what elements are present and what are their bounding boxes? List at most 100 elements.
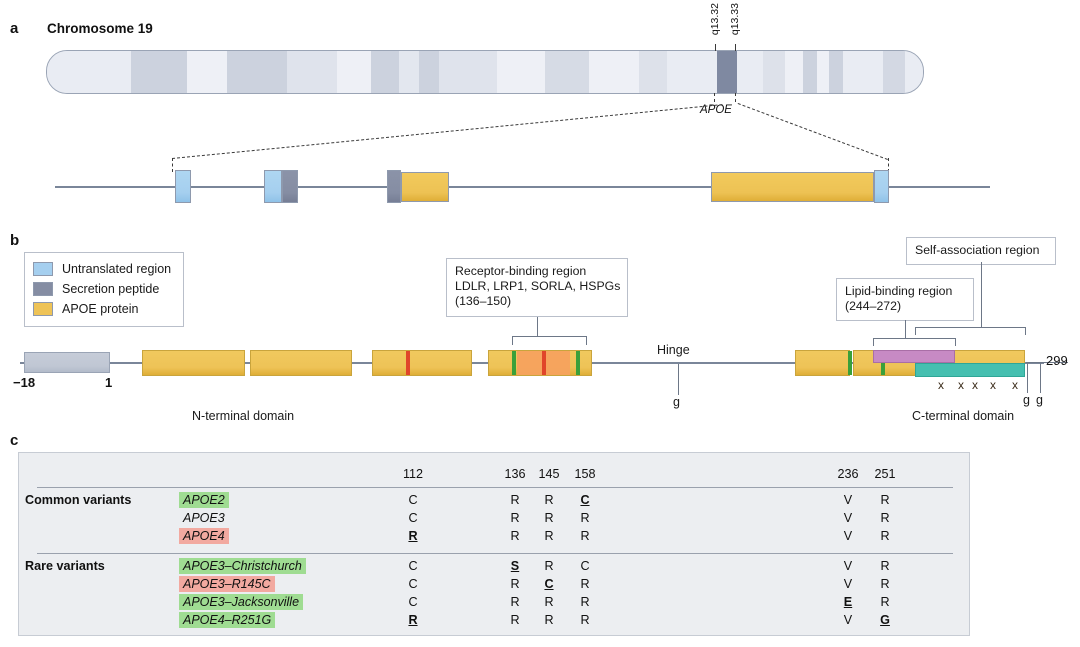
ideogram-band-3: [227, 51, 287, 93]
self-association-bracket-top: [915, 327, 1026, 329]
table-column-header-158: 158: [574, 467, 596, 481]
residue-minus18-label: −18: [13, 375, 36, 390]
table-cell-0-0-158: C: [580, 493, 590, 507]
ideogram-band-22: [843, 51, 883, 93]
ct-glyco-label-left: g: [1023, 393, 1030, 407]
table-cell-1-1-236: V: [843, 577, 853, 591]
self-association-callout: Self-association region: [906, 237, 1056, 266]
lipid-binding-callout: Lipid-binding region(244–272): [836, 278, 974, 322]
self-association-callout-line-0: Self-association region: [915, 243, 1040, 257]
variant-stripe-green-236: [848, 351, 852, 375]
variant-name-1-0: APOE3–Christchurch: [179, 558, 306, 574]
lipid-binding-bracket-top: [873, 338, 956, 340]
table-cell-0-2-145: R: [544, 529, 554, 543]
table-cell-0-0-145: R: [544, 493, 554, 507]
panel-b-letter: b: [10, 232, 20, 249]
ideogram-band-6: [371, 51, 399, 93]
expansion-dash-left-tick: [172, 158, 173, 172]
table-cell-1-0-236: V: [843, 559, 853, 573]
legend-label-2: APOE protein: [62, 302, 139, 316]
receptor-binding-bracket-left: [512, 336, 514, 345]
ct-glyco-label-right: g: [1036, 393, 1043, 407]
ideogram-band-17: [763, 51, 785, 93]
self-association-x-4: x: [1012, 378, 1018, 392]
table-column-header-145: 145: [538, 467, 560, 481]
table-cell-1-2-236: E: [843, 595, 853, 609]
ideogram-band-4: [287, 51, 337, 93]
legend-row-0: Untranslated region: [33, 259, 175, 279]
table-cell-1-0-158: C: [580, 559, 590, 573]
table-cell-0-1-236: V: [843, 511, 853, 525]
ideogram-band-23: [883, 51, 905, 93]
table-group-label-0: Common variants: [25, 493, 132, 507]
legend-label-1: Secretion peptide: [62, 282, 160, 296]
table-cell-0-0-136: R: [510, 493, 520, 507]
table-cell-0-2-236: V: [843, 529, 853, 543]
self-association-zone: [915, 363, 1025, 377]
table-rule-1: [37, 553, 953, 554]
ideogram-band-7: [399, 51, 419, 93]
expansion-dash-right: [737, 103, 888, 160]
hinge-glyco-label: g: [673, 395, 680, 409]
variant-stripe-green-136: [512, 351, 516, 375]
legend-swatch-icon-1: [33, 282, 53, 296]
ideogram-band-18: [785, 51, 803, 93]
expansion-dash-left: [172, 104, 723, 159]
ideogram-band-24: [905, 51, 923, 93]
lipid-binding-callout-line-1: (244–272): [845, 299, 902, 314]
table-cell-1-1-112: C: [408, 577, 418, 591]
receptor-binding-callout-line-1: LDLR, LRP1, SORLA, HSPGs: [455, 279, 621, 294]
lipid-binding-leader: [905, 320, 907, 338]
table-cell-0-1-136: R: [510, 511, 520, 525]
band-label-q1332: q13.32: [709, 3, 721, 36]
table-cell-0-2-158: R: [580, 529, 590, 543]
table-cell-1-1-251: R: [880, 577, 890, 591]
apoe-gene-label: APOE: [700, 104, 732, 116]
ideogram-band-12: [589, 51, 639, 93]
exon-2-secretion: [282, 170, 298, 203]
variant-name-0-1: APOE3: [183, 511, 225, 525]
ct-glyco-leader-right: [1040, 363, 1042, 393]
ideogram-band-21: [829, 51, 843, 93]
exon-4-utr: [874, 170, 889, 203]
ideogram-band-11: [545, 51, 589, 93]
table-cell-0-0-236: V: [843, 493, 853, 507]
table-cell-1-0-251: R: [880, 559, 890, 573]
exon-4-protein: [711, 172, 874, 202]
legend-row-1: Secretion peptide: [33, 279, 175, 299]
table-cell-0-1-251: R: [880, 511, 890, 525]
variant-name-1-3: APOE4–R251G: [179, 612, 276, 628]
lipid-binding-zone: [873, 350, 955, 363]
band-tick-q1333: [735, 44, 736, 51]
table-cell-0-1-158: R: [580, 511, 590, 525]
band-leader-right: [735, 93, 737, 102]
self-association-bracket-right: [1025, 327, 1027, 335]
receptor-binding-bracket-right: [586, 336, 588, 345]
table-cell-1-1-145: C: [544, 577, 554, 591]
ideogram-band-2: [187, 51, 227, 93]
ideogram-band-14: [667, 51, 717, 93]
legend-swatch-icon-2: [33, 302, 53, 316]
table-cell-1-3-136: R: [510, 613, 520, 627]
table-cell-0-0-251: R: [880, 493, 890, 507]
self-association-leader: [981, 262, 983, 327]
variant-stripe-green-251: [881, 351, 885, 375]
ideogram-band-10: [497, 51, 545, 93]
expansion-dash-right-tick: [888, 158, 889, 172]
ideogram-band-8: [419, 51, 439, 93]
self-association-x-2: x: [972, 378, 978, 392]
band-leader-left: [714, 93, 716, 102]
variant-stripe-red-112: [406, 351, 410, 375]
table-cell-1-3-112: R: [408, 613, 418, 627]
table-cell-0-1-145: R: [544, 511, 554, 525]
receptor-binding-callout-line-0: Receptor-binding region: [455, 264, 587, 278]
legend-label-0: Untranslated region: [62, 262, 172, 276]
table-cell-1-3-236: V: [843, 613, 853, 627]
protein-box-5: [795, 350, 850, 376]
ideogram-band-16: [737, 51, 763, 93]
table-cell-1-2-145: R: [544, 595, 554, 609]
exon-1-utr: [175, 170, 191, 203]
exon-3-secretion: [387, 170, 401, 203]
